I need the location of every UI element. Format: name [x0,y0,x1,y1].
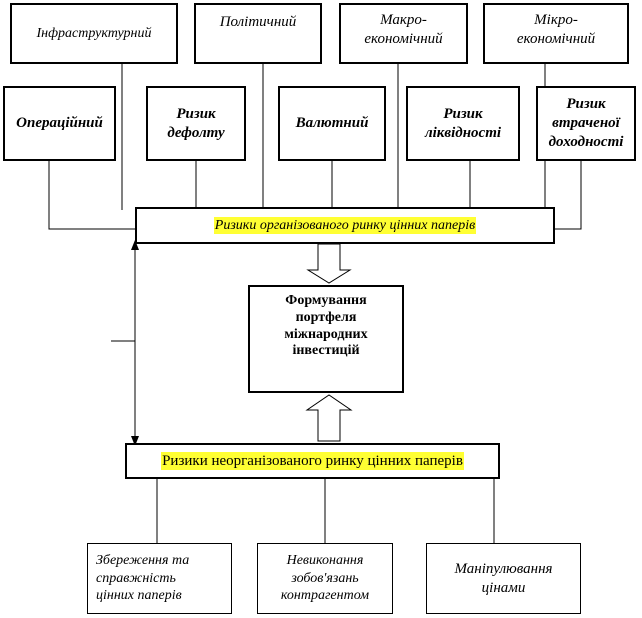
storage-authenticity-box: Збереження та справжність цінних паперів [87,543,232,614]
non-performance-label: Невиконання зобов'язань контрагентом [280,553,370,604]
currency-risk-label: Валютний [295,115,369,132]
non-performance-box: Невиконання зобов'язань контрагентом [257,543,393,614]
storage-authenticity-label: Збереження та справжність цінних паперів [96,553,190,604]
organized-market-risks-box: Ризики організованого ринку цінних папер… [135,207,555,244]
political-risk-label: Політичний [219,14,297,30]
block-arrow-up [305,394,353,442]
connector-lost-profitability [554,161,582,230]
microeconomic-risk-box: Мікро- економічний [483,3,629,64]
unorganized-market-risks-label: Ризики неорганізованого ринку цінних пап… [161,451,464,471]
organized-market-risks-label: Ризики організованого ринку цінних папер… [213,216,477,235]
block-arrow-down [306,243,352,284]
infrastructure-risk-label: Інфраструктурний [36,25,152,41]
macroeconomic-risk-label: Макро- економічний [364,12,443,47]
operational-risk-box: Операційний [3,86,116,161]
default-risk-box: Ризик дефолту [146,86,246,161]
lost-profitability-risk-label: Ризик втраченої доходності [548,96,624,150]
microeconomic-risk-label: Мікро- економічний [516,12,596,47]
connector-operational [48,161,135,230]
political-risk-box: Політичний [194,3,322,64]
liquidity-risk-label: Ризик ліквідності [424,105,502,141]
lost-profitability-risk-box: Ризик втраченої доходності [536,86,636,161]
price-manipulation-box: Маніпулювання цінами [426,543,581,614]
infrastructure-risk-box: Інфраструктурний [10,3,178,64]
portfolio-formation-label: Формування портфеля міжнародних інвестиц… [284,293,368,359]
operational-risk-label: Операційний [16,115,103,132]
portfolio-formation-box: Формування портфеля міжнародних інвестиц… [248,285,404,393]
arrowhead-down [131,436,139,446]
currency-risk-box: Валютний [278,86,386,161]
unorganized-market-risks-box: Ризики неорганізованого ринку цінних пап… [125,443,500,479]
price-manipulation-label: Маніпулювання цінами [454,560,553,596]
default-risk-label: Ризик дефолту [167,105,225,141]
arrowhead-up [131,240,139,250]
liquidity-risk-box: Ризик ліквідності [406,86,520,161]
macroeconomic-risk-box: Макро- економічний [339,3,468,64]
